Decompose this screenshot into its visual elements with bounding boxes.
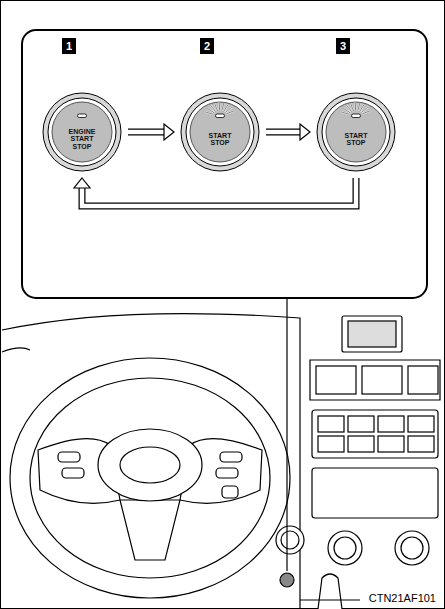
callout-number: 3 xyxy=(336,38,350,54)
button-label: START STOP xyxy=(337,132,375,147)
figure-code: CTN21AF101 xyxy=(366,591,439,605)
flow-arrow xyxy=(74,178,356,206)
button-label: START STOP xyxy=(201,132,239,147)
flow-arrow xyxy=(266,124,310,140)
callout-number: 1 xyxy=(62,38,76,54)
start-button: START STOP xyxy=(316,92,396,172)
start-button: START STOP xyxy=(180,92,260,172)
callout-number: 2 xyxy=(200,38,214,54)
start-button: ENGINE START STOP xyxy=(42,92,122,172)
flow-arrow xyxy=(128,124,174,140)
button-label: ENGINE START STOP xyxy=(63,128,101,150)
